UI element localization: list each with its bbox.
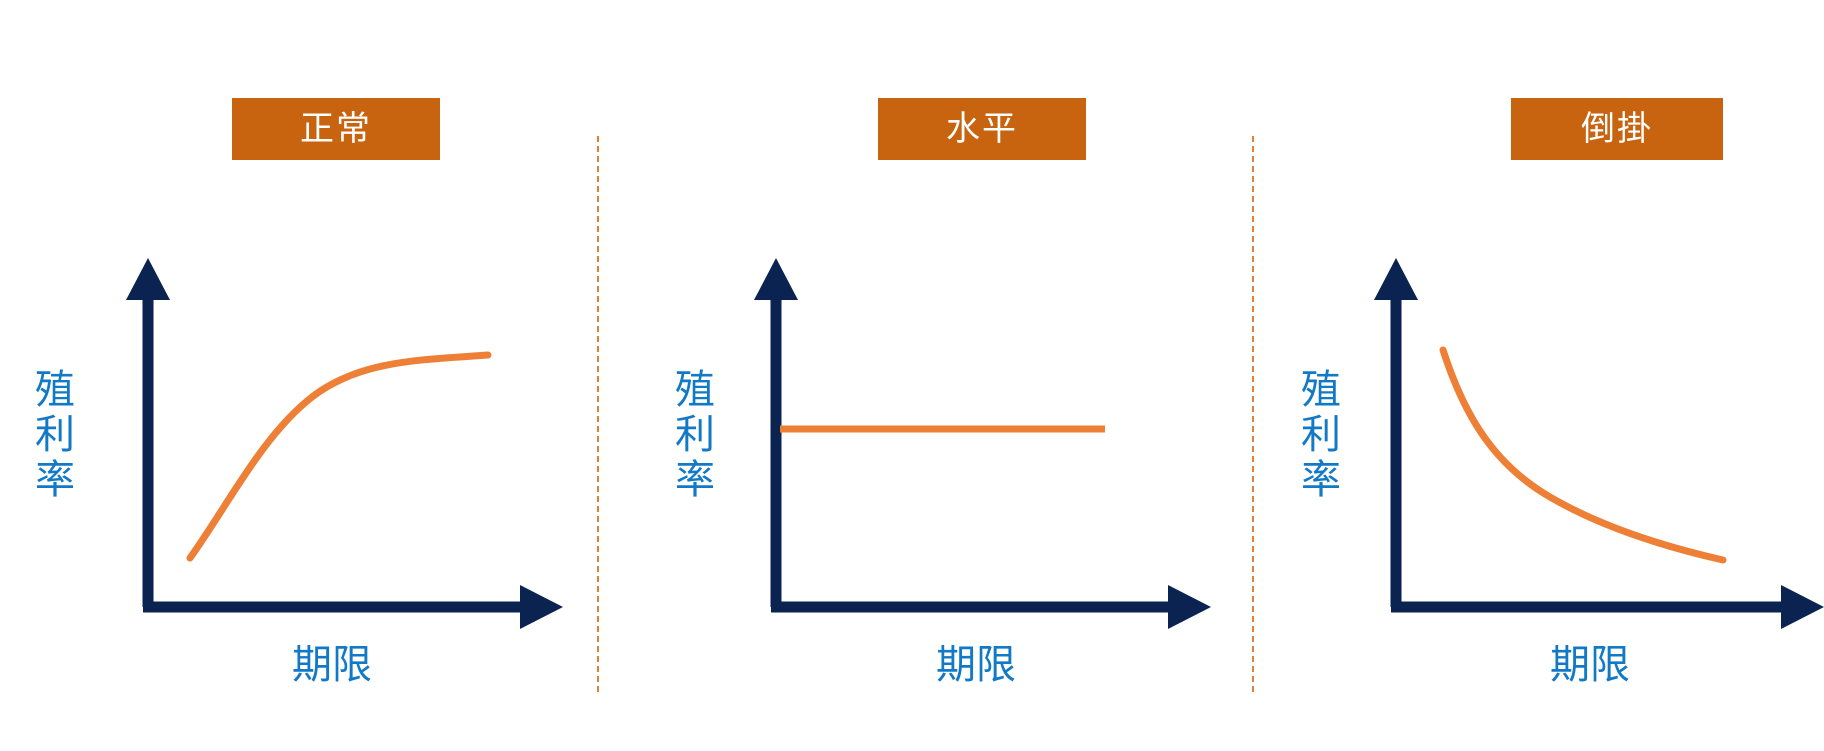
y-axis-arrowhead	[754, 258, 798, 300]
y-axis-arrowhead	[1374, 258, 1418, 300]
yield-curve-inverted	[1439, 346, 1727, 564]
x-axis-label-flat: 期限	[936, 643, 1016, 687]
panel-title-normal: 正常	[232, 98, 440, 160]
x-axis-label-normal: 期限	[292, 643, 372, 687]
panel-flat: 水平 殖 利 率 期限	[600, 0, 1250, 751]
y-axis-label-inverted: 殖 利 率	[1301, 368, 1341, 502]
x-axis-arrowhead	[520, 585, 563, 629]
y-axis-label-normal: 殖 利 率	[35, 368, 75, 502]
panel-divider-1	[597, 136, 599, 692]
x-axis-arrowhead	[1781, 585, 1824, 629]
yield-curve-normal	[186, 351, 492, 562]
panel-divider-2	[1252, 136, 1254, 692]
x-axis-arrowhead	[1168, 585, 1211, 629]
panel-normal: 正常 殖 利 率 期限	[0, 0, 600, 751]
x-axis-label-inverted: 期限	[1550, 643, 1630, 687]
panel-title-flat: 水平	[878, 98, 1086, 160]
y-axis-arrowhead	[126, 258, 170, 300]
panel-title-inverted: 倒掛	[1511, 98, 1723, 160]
panel-inverted: 倒掛 殖 利 率 期限	[1250, 0, 1824, 751]
y-axis-label-flat: 殖 利 率	[675, 368, 715, 502]
